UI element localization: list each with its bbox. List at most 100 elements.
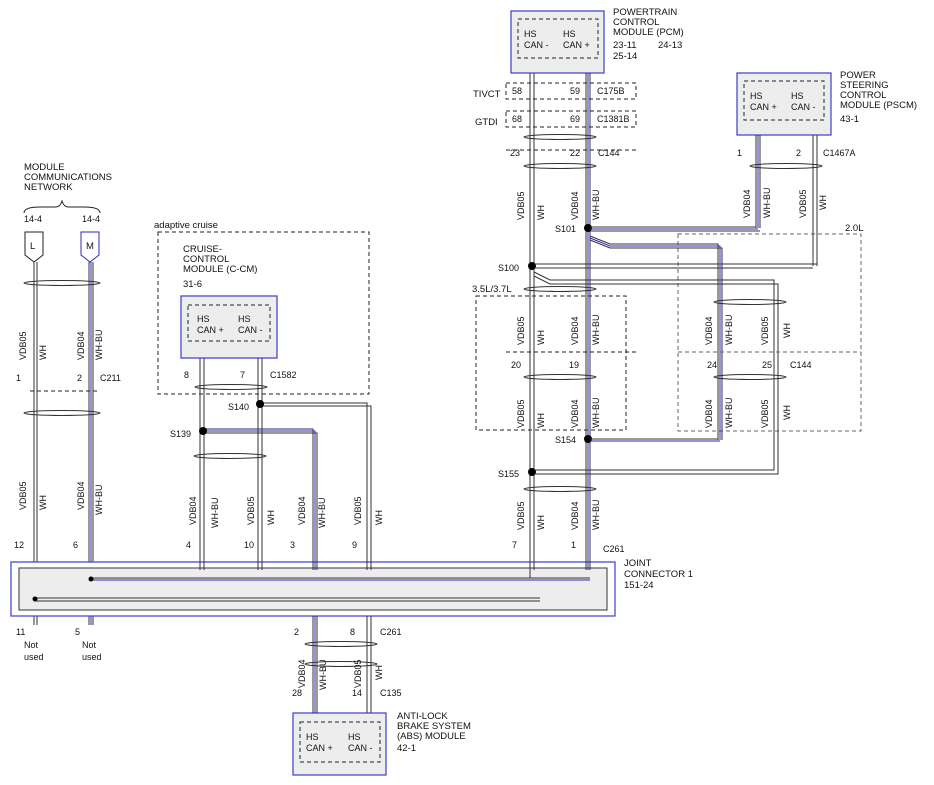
svg-text:WH-BU: WH-BU	[318, 660, 328, 691]
svg-text:CAN -: CAN -	[238, 325, 263, 335]
svg-text:WH-BU: WH-BU	[762, 188, 772, 219]
pscm-title-2: STEERING	[840, 80, 889, 91]
svg-text:VDB05: VDB05	[353, 659, 363, 688]
svg-text:22: 22	[570, 148, 580, 158]
mcn-terminal-m	[80, 231, 100, 263]
svg-text:14: 14	[352, 688, 362, 698]
svg-text:WH: WH	[818, 195, 828, 210]
svg-text:WH-BU: WH-BU	[724, 315, 734, 346]
note-not-used: used	[24, 652, 44, 662]
mcn-ref-l: 14-4	[24, 214, 42, 224]
svg-text:WH: WH	[374, 665, 384, 680]
i4-label: 2.0L	[845, 223, 864, 234]
svg-text:HS: HS	[524, 29, 537, 39]
note-not-used: Not	[82, 640, 97, 650]
svg-text:CAN +: CAN +	[750, 102, 777, 112]
svg-text:VDB04: VDB04	[570, 501, 580, 530]
svg-text:VDB04: VDB04	[570, 316, 580, 345]
svg-text:WH-BU: WH-BU	[724, 398, 734, 429]
svg-text:HS: HS	[306, 732, 319, 742]
mcn-letter-m: M	[86, 241, 94, 252]
pscm-wires	[533, 135, 861, 475]
svg-text:WH: WH	[374, 510, 384, 525]
abs-wires	[304, 616, 378, 713]
svg-text:WH: WH	[536, 205, 546, 220]
svg-text:69: 69	[570, 114, 580, 124]
svg-text:CAN +: CAN +	[563, 40, 590, 50]
svg-text:25-14: 25-14	[613, 51, 637, 62]
adaptive-cruise-region	[157, 231, 370, 395]
svg-text:8: 8	[184, 370, 189, 380]
svg-text:VDB05: VDB05	[516, 191, 526, 220]
svg-text:9: 9	[352, 540, 357, 550]
svg-text:WH-BU: WH-BU	[591, 398, 601, 429]
connector-label: C1381B	[597, 114, 630, 124]
connector-label: C1582	[270, 370, 297, 380]
svg-text:HS: HS	[791, 91, 804, 101]
svg-text:59: 59	[570, 86, 580, 96]
svg-text:7: 7	[512, 540, 517, 550]
svg-text:VDB05: VDB05	[760, 316, 770, 345]
svg-text:VDB05: VDB05	[516, 501, 526, 530]
svg-text:WH: WH	[536, 515, 546, 530]
splice-label: S139	[170, 429, 191, 439]
svg-text:68: 68	[512, 114, 522, 124]
circuit-label: WH	[38, 495, 48, 510]
svg-text:VDB04: VDB04	[704, 316, 714, 345]
svg-text:6: 6	[73, 540, 78, 550]
connector-label: C261	[380, 627, 402, 637]
circuit-label: VDB05	[18, 331, 28, 360]
connector-label: C144	[598, 148, 620, 158]
svg-text:HS: HS	[563, 29, 576, 39]
ccm-box	[180, 295, 278, 359]
svg-text:23-11: 23-11	[613, 40, 637, 51]
svg-text:VDB04: VDB04	[570, 191, 580, 220]
svg-text:2: 2	[796, 148, 801, 158]
ccm-title-2: CONTROL	[183, 254, 229, 265]
connector-label: C144	[790, 360, 812, 370]
pscm-title-4: MODULE (PSCM)	[840, 100, 917, 111]
svg-text:CAN +: CAN +	[306, 743, 333, 753]
svg-text:1: 1	[571, 540, 576, 550]
mcn-title-2: COMMUNICATIONS	[24, 172, 112, 183]
connector-label: C261	[603, 544, 625, 554]
mcn-brace	[23, 199, 101, 214]
svg-text:VDB04: VDB04	[570, 399, 580, 428]
svg-text:5: 5	[75, 627, 80, 637]
pin-label: 1	[16, 373, 21, 383]
svg-text:WH-BU: WH-BU	[210, 498, 220, 529]
svg-text:WH: WH	[536, 330, 546, 345]
pcm-title-3: MODULE (PCM)	[613, 27, 684, 38]
svg-text:VDB05: VDB05	[353, 496, 363, 525]
abs-box	[292, 712, 387, 776]
pcm-module: HS CAN - HS CAN + POWERTRAIN CONTROL MOD…	[510, 7, 684, 74]
svg-text:20: 20	[511, 360, 521, 370]
svg-text:43-1: 43-1	[840, 114, 859, 125]
svg-text:VDB04: VDB04	[297, 659, 307, 688]
note-not-used: Not	[24, 640, 39, 650]
circuit-label: VDB04	[76, 481, 86, 510]
mcn-block: MODULE COMMUNICATIONS NETWORK 14-4 14-4 …	[23, 162, 112, 263]
region-label: TIVCT	[473, 89, 501, 100]
splice-label: S101	[555, 224, 576, 234]
mcn-title-3: NETWORK	[24, 182, 73, 193]
svg-text:7: 7	[240, 370, 245, 380]
pcm-title-1: POWERTRAIN	[613, 7, 677, 18]
note-not-used: used	[82, 652, 102, 662]
svg-text:WH-BU: WH-BU	[591, 500, 601, 531]
abs-module: HS CAN + HS CAN - ANTI-LOCK BRAKE SYSTEM…	[292, 711, 471, 776]
svg-text:2: 2	[294, 627, 299, 637]
v6-region	[475, 295, 627, 431]
ccm-ref: 31-6	[183, 279, 202, 290]
svg-text:VDB05: VDB05	[516, 399, 526, 428]
svg-text:24-13: 24-13	[658, 40, 682, 51]
svg-text:WH: WH	[782, 405, 792, 420]
ccm-wires	[193, 358, 372, 570]
svg-text:19: 19	[569, 360, 579, 370]
region-label: GTDI	[475, 117, 498, 128]
svg-text:VDB05: VDB05	[760, 399, 770, 428]
splice-label: S140	[228, 402, 249, 412]
pscm-title-1: POWER	[840, 70, 876, 81]
svg-text:24: 24	[707, 360, 717, 370]
